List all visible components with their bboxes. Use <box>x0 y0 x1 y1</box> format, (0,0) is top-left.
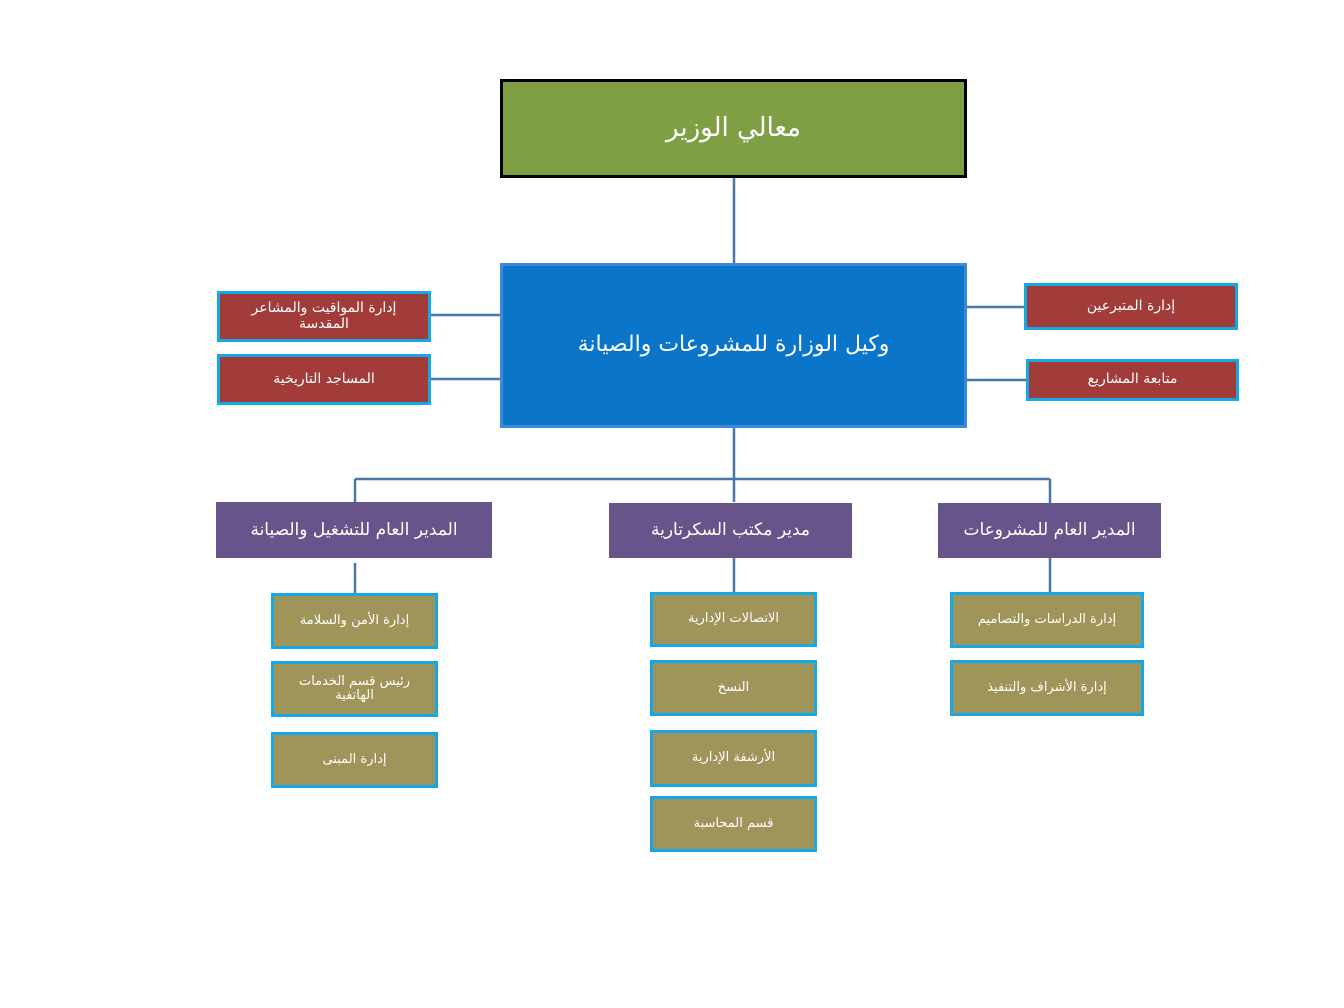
manager-label-projects: المدير العام للمشروعات <box>963 520 1136 541</box>
secretariat-department-box-2: النسخ <box>650 660 817 716</box>
ops-department-label-3: إدارة المبنى <box>322 751 387 767</box>
secretariat-department-label-2: النسخ <box>717 679 750 695</box>
left-unit-box-2: المساجد التاريخية <box>217 354 431 405</box>
minister-box: معالي الوزير <box>500 79 967 178</box>
secretariat-department-box-4: قسم المحاسبة <box>650 796 817 852</box>
secretariat-department-box-1: الاتصالات الإدارية <box>650 592 817 647</box>
deputy-minister-box: وكيل الوزارة للمشروعات والصيانة <box>500 263 967 428</box>
projects-department-label-1: إدارة الدراسات والتصاميم <box>977 611 1117 627</box>
deputy-minister-label: وكيل الوزارة للمشروعات والصيانة <box>577 332 890 358</box>
ops-department-box-3: إدارة المبنى <box>271 732 438 788</box>
minister-label: معالي الوزير <box>666 113 801 144</box>
manager-label-secretariat: مدير مكتب السكرتارية <box>650 520 811 541</box>
secretariat-department-label-4: قسم المحاسبة <box>693 815 774 831</box>
manager-box-projects: المدير العام للمشروعات <box>938 503 1161 558</box>
ops-department-box-2: رئيس قسم الخدمات الهاتفية <box>271 661 438 717</box>
right-unit-label-1: إدارة المتبرعين <box>1086 297 1176 314</box>
projects-department-box-2: إدارة الأشراف والتنفيذ <box>950 660 1144 716</box>
left-unit-label-1: إدارة المواقيت والمشاعر المقدسة <box>251 300 397 332</box>
right-unit-box-2: متابعة المشاريع <box>1026 359 1239 401</box>
left-unit-box-1: إدارة المواقيت والمشاعر المقدسة <box>217 291 431 342</box>
projects-department-box-1: إدارة الدراسات والتصاميم <box>950 592 1144 648</box>
secretariat-department-box-3: الأرشفة الإدارية <box>650 730 817 787</box>
right-unit-label-2: متابعة المشاريع <box>1087 371 1178 388</box>
ops-department-box-1: إدارة الأمن والسلامة <box>271 593 438 649</box>
ops-department-label-1: إدارة الأمن والسلامة <box>299 612 410 628</box>
ops-department-label-2: رئيس قسم الخدمات الهاتفية <box>298 673 411 703</box>
right-unit-box-1: إدارة المتبرعين <box>1024 283 1238 330</box>
manager-box-secretariat: مدير مكتب السكرتارية <box>609 503 852 558</box>
secretariat-department-label-3: الأرشفة الإدارية <box>691 750 776 766</box>
projects-department-label-2: إدارة الأشراف والتنفيذ <box>987 679 1107 695</box>
left-unit-label-2: المساجد التاريخية <box>273 370 375 387</box>
secretariat-department-label-1: الاتصالات الإدارية <box>688 611 779 627</box>
manager-label-operations: المدير العام للتشغيل والصيانة <box>250 519 458 540</box>
manager-box-operations: المدير العام للتشغيل والصيانة <box>216 502 492 558</box>
